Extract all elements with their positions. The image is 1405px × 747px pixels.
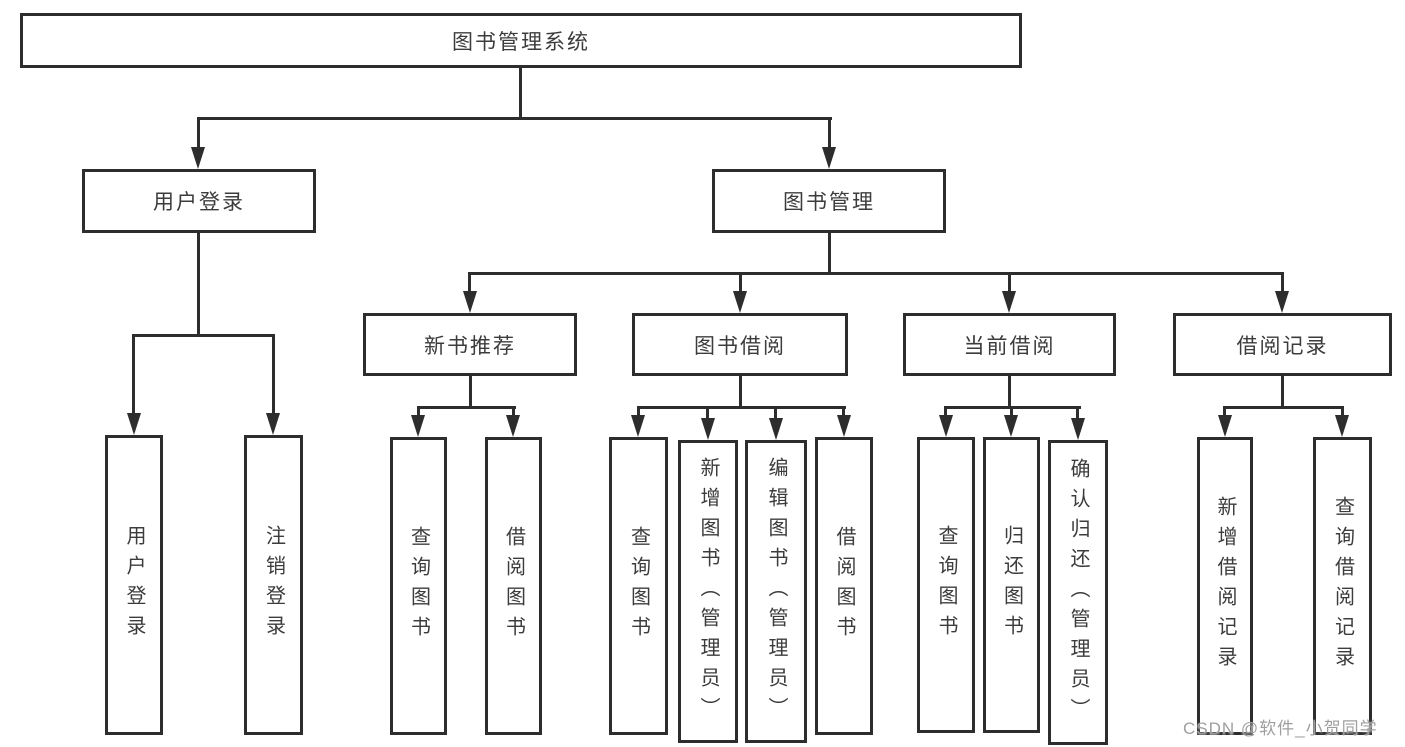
arrowhead-icon <box>1335 415 1349 437</box>
connector-line <box>197 117 832 120</box>
arrowhead-icon <box>1004 415 1018 437</box>
leaf-current-return-books: 归还图书 <box>983 437 1040 733</box>
arrowhead-icon <box>506 415 520 437</box>
connector-line <box>637 406 846 409</box>
node-book-management: 图书管理 <box>712 169 946 233</box>
leaf-current-query-books: 查询图书 <box>917 437 975 733</box>
arrowhead-icon <box>1071 418 1085 440</box>
connector-line <box>739 272 742 293</box>
connector-line <box>468 272 471 293</box>
arrowhead-icon <box>822 147 836 169</box>
arrowhead-icon <box>837 415 851 437</box>
connector-line <box>197 117 200 149</box>
connector-line <box>1223 406 1226 417</box>
leaf-newbooks-query-books: 查询图书 <box>390 437 447 735</box>
connector-line <box>272 334 275 413</box>
arrowhead-icon <box>463 291 477 313</box>
connector-line <box>706 406 709 420</box>
connector-line <box>512 406 515 417</box>
csdn-watermark: CSDN @软件_小贺同学 <box>1183 719 1378 738</box>
node-book-borrow: 图书借阅 <box>632 313 848 376</box>
connector-line <box>417 406 516 409</box>
node-user-login: 用户登录 <box>82 169 316 233</box>
connector-line <box>1223 406 1344 409</box>
connector-line <box>774 406 777 420</box>
connector-line <box>469 376 472 408</box>
connector-line <box>1010 406 1013 417</box>
connector-line <box>468 272 1284 275</box>
connector-line <box>944 406 947 417</box>
connector-line <box>197 233 200 336</box>
connector-line <box>519 68 522 119</box>
node-new-book-recommend: 新书推荐 <box>363 313 577 376</box>
connector-line <box>1008 376 1011 408</box>
leaf-records-query-record: 查询借阅记录 <box>1313 437 1372 735</box>
arrowhead-icon <box>1002 291 1016 313</box>
arrowhead-icon <box>266 413 280 435</box>
node-root: 图书管理系统 <box>20 13 1022 68</box>
arrowhead-icon <box>939 415 953 437</box>
connector-line <box>1281 272 1284 293</box>
leaf-logout: 注销登录 <box>244 435 303 735</box>
leaf-user-login: 用户登录 <box>105 435 163 735</box>
arrowhead-icon <box>631 415 645 437</box>
leaf-current-confirm-return-admin: 确认归还（管理员） <box>1048 440 1108 745</box>
connector-line <box>842 406 845 417</box>
arrowhead-icon <box>1218 415 1232 437</box>
arrowhead-icon <box>411 415 425 437</box>
arrowhead-icon <box>191 147 205 169</box>
arrowhead-icon <box>769 418 783 440</box>
leaf-borrow-query-books: 查询图书 <box>609 437 668 735</box>
connector-line <box>417 406 420 417</box>
arrowhead-icon <box>701 418 715 440</box>
arrowhead-icon <box>733 291 747 313</box>
node-current-borrow: 当前借阅 <box>903 313 1116 376</box>
leaf-newbooks-borrow-books: 借阅图书 <box>485 437 542 735</box>
leaf-borrow-borrow-books: 借阅图书 <box>815 437 873 735</box>
connector-line <box>828 117 831 149</box>
arrowhead-icon <box>127 413 141 435</box>
leaf-records-add-record: 新增借阅记录 <box>1197 437 1253 735</box>
connector-line <box>1281 376 1284 408</box>
connector-line <box>1341 406 1344 417</box>
connector-line <box>1008 272 1011 293</box>
arrowhead-icon <box>1275 291 1289 313</box>
connector-line <box>828 233 831 274</box>
connector-line <box>637 406 640 417</box>
connector-line <box>132 334 135 413</box>
connector-line <box>739 376 742 408</box>
leaf-borrow-add-books-admin: 新增图书（管理员） <box>678 440 738 743</box>
leaf-borrow-edit-books-admin: 编辑图书（管理员） <box>745 440 807 743</box>
connector-line <box>132 334 275 337</box>
node-borrow-records: 借阅记录 <box>1173 313 1392 376</box>
connector-line <box>1076 406 1079 420</box>
